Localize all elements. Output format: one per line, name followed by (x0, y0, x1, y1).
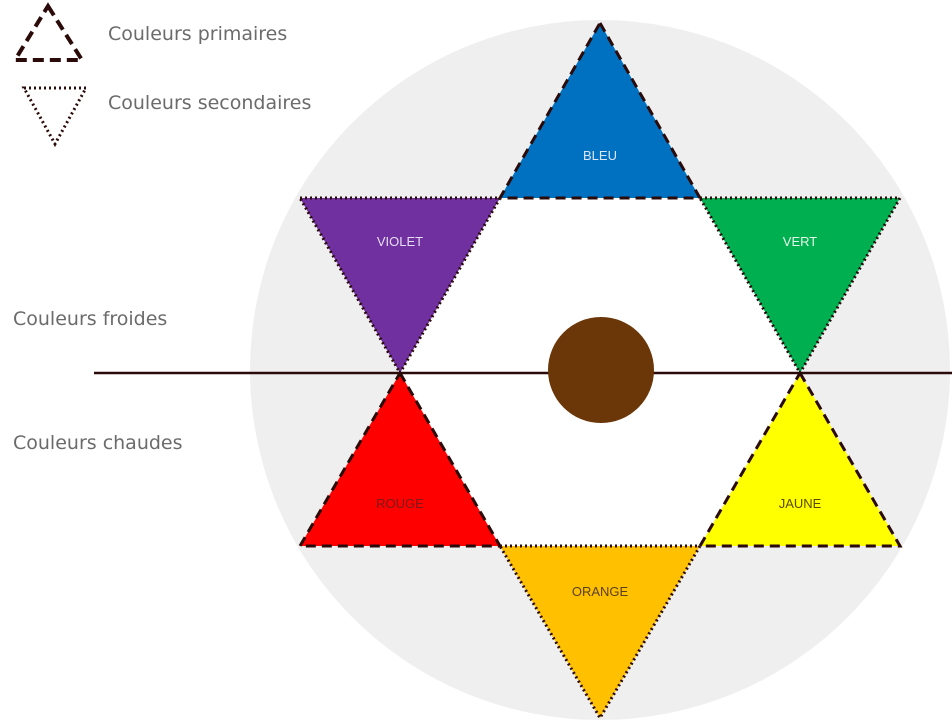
center-dot (548, 317, 654, 423)
label-violet: VIOLET (377, 234, 423, 249)
cold-colors-label: Couleurs froides (13, 308, 168, 330)
label-vert: VERT (783, 234, 817, 249)
label-jaune: JAUNE (779, 496, 822, 511)
legend-primary-label: Couleurs primaires (108, 23, 288, 45)
triangle-orange (497, 544, 703, 721)
legend-secondary-marker (21, 86, 89, 148)
label-orange: ORANGE (572, 584, 629, 599)
triangle-violet (297, 196, 503, 377)
triangle-vert (697, 196, 903, 377)
legend-primary-marker (11, 2, 86, 62)
label-rouge: ROUGE (376, 496, 424, 511)
triangle-bleu (497, 19, 703, 200)
triangle-rouge (297, 370, 503, 548)
triangle-jaune (697, 370, 903, 548)
label-bleu: BLEU (583, 148, 617, 163)
legend-secondary-label: Couleurs secondaires (108, 92, 312, 114)
warm-colors-label: Couleurs chaudes (13, 432, 183, 454)
